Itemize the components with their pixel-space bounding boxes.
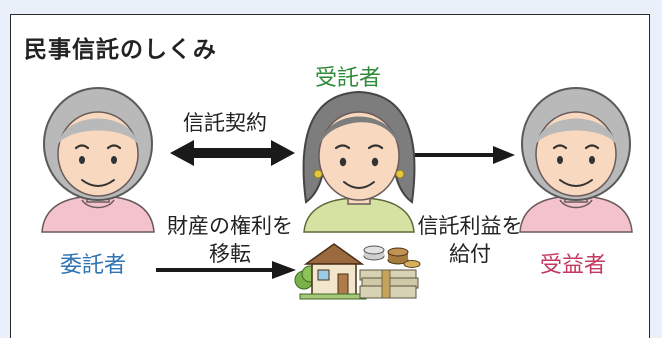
benefit-label-line2: 給付 [449,242,491,266]
house-and-money-icon [294,243,421,300]
transfer-label-line2: 移転 [209,242,251,266]
benefit-label: 信託利益を 給付 [400,212,540,268]
elderly-person-icon [41,87,155,233]
transfer-arrow [156,261,296,279]
trustee-label: 受託者 [315,66,382,91]
diagram-title: 民事信託のしくみ [24,37,217,63]
benefit-arrow [415,146,515,164]
contract-label: 信託契約 [183,111,267,135]
elderly-person-icon [519,87,633,233]
transfer-label-line1: 財産の権利を [167,214,293,238]
person-icon [302,90,416,233]
contract-double-arrow [170,140,295,166]
benefit-label-line1: 信託利益を [417,214,523,238]
transfer-label: 財産の権利を 移転 [150,212,310,268]
settlor-label: 委託者 [60,253,127,278]
beneficiary-label: 受益者 [540,253,607,278]
